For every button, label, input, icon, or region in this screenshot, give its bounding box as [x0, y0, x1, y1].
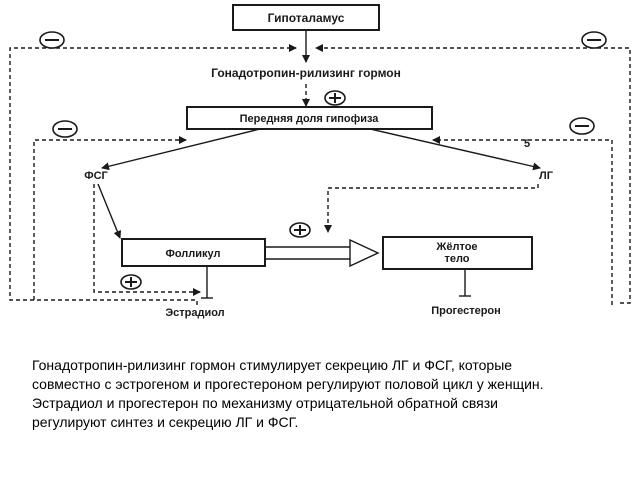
caption: Гонадотропин-рилизинг гормон стимулирует…: [32, 356, 612, 432]
pituitary-left-minus-sign: [52, 120, 78, 138]
lh-plus-sign: [289, 222, 311, 238]
pituitary-box: [186, 106, 433, 130]
pituitary-to-fsh-arrow: [101, 128, 261, 171]
corpus-luteum-label-line1: Жёлтое: [435, 241, 477, 253]
follicle-label: Фолликул: [165, 248, 220, 260]
fsh-to-estradiol-arrow: [93, 184, 201, 296]
hypothalamus-label: Гипоталамус: [268, 11, 345, 25]
pituitary-to-lh-arrow: [369, 128, 541, 171]
hormone-regulation-diagram: Гипоталамус Гонадотропин-рилизинг гормон…: [9, 4, 631, 319]
fsh-plus-sign: [120, 274, 142, 290]
pituitary-label: Передняя доля гипофиза: [240, 113, 380, 125]
hypothalamus-left-minus-sign: [39, 31, 65, 49]
progesterone-label: Прогестерон: [431, 305, 501, 317]
estradiol-label: Эстрадиол: [165, 307, 224, 319]
pituitary-right-minus-sign: [569, 117, 595, 135]
progesterone-to-pituitary-feedback: [432, 136, 613, 305]
follicle-box: [121, 238, 266, 267]
corpus-luteum-label-line2: тело: [444, 253, 469, 265]
corpus-luteum-box: [382, 236, 533, 270]
lh-to-corpus-luteum-arrow: [324, 184, 539, 233]
stray-mark: 5: [524, 138, 530, 150]
follicle-to-corpus-luteum-arrow: [265, 238, 380, 268]
fsh-label: ФСГ: [84, 170, 108, 182]
gnrh-label: Гонадотропин-рилизинг гормон: [211, 66, 401, 80]
progesterone-to-hypothalamus-feedback: [315, 44, 631, 304]
hypothalamus-right-minus-sign: [581, 31, 607, 49]
caption-line: регулируют синтез и секрецию ЛГ и ФСГ.: [32, 414, 299, 430]
lh-label: ЛГ: [539, 170, 554, 182]
fsh-to-follicle-arrow: [97, 183, 122, 239]
caption-line: совместно с эстрогеном и прогестероном р…: [32, 376, 544, 392]
estradiol-to-pituitary-feedback: [33, 136, 187, 300]
estradiol-to-hypothalamus-feedback: [9, 44, 297, 305]
gnrh-plus-sign: [324, 90, 346, 106]
caption-line: Гонадотропин-рилизинг гормон стимулирует…: [32, 357, 513, 373]
caption-line: Эстрадиол и прогестерон по механизму отр…: [32, 395, 498, 411]
